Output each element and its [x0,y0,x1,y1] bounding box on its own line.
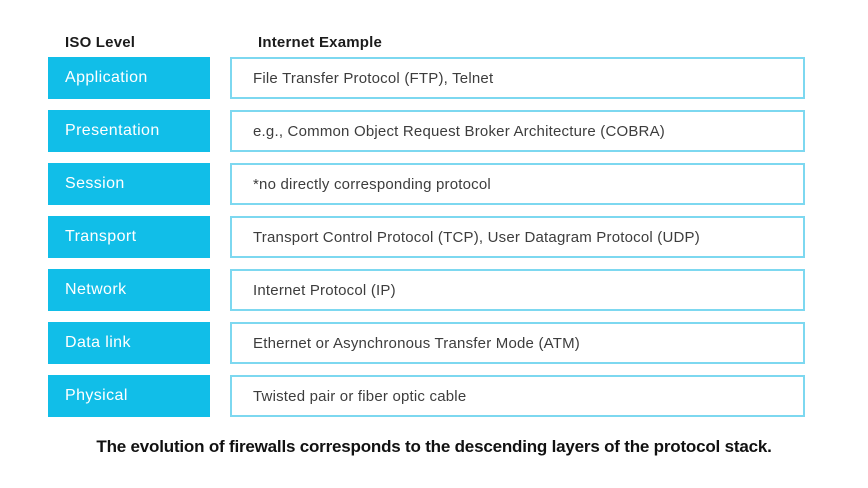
internet-example-box: e.g., Common Object Request Broker Archi… [230,110,805,152]
table-row: Network Internet Protocol (IP) [0,269,868,311]
iso-level-box-physical: Physical [48,375,210,417]
iso-level-box-session: Session [48,163,210,205]
iso-level-box-presentation: Presentation [48,110,210,152]
internet-example-box: Transport Control Protocol (TCP), User D… [230,216,805,258]
iso-level-box-application: Application [48,57,210,99]
table-row: Session *no directly corresponding protoc… [0,163,868,205]
iso-level-box-transport: Transport [48,216,210,258]
internet-example-box: Internet Protocol (IP) [230,269,805,311]
protocol-table-rows: Application File Transfer Protocol (FTP),… [0,57,868,417]
iso-level-box-network: Network [48,269,210,311]
table-row: Physical Twisted pair or fiber optic cabl… [0,375,868,417]
iso-level-box-data-link: Data link [48,322,210,364]
table-row: Application File Transfer Protocol (FTP),… [0,57,868,99]
table-row: Transport Transport Control Protocol (TCP… [0,216,868,258]
internet-example-box: *no directly corresponding protocol [230,163,805,205]
figure-caption: The evolution of firewalls corresponds t… [96,437,772,456]
internet-example-header: Internet Example [258,34,383,51]
table-row: Data link Ethernet or Asynchronous Transf… [0,322,868,364]
table-row: Presentation e.g., Common Object Request … [0,110,868,152]
internet-example-box: Ethernet or Asynchronous Transfer Mode (… [230,322,805,364]
column-headers: ISO Level Internet Example [0,34,868,51]
internet-example-box: File Transfer Protocol (FTP), Telnet [230,57,805,99]
iso-level-header: ISO Level [65,34,136,51]
internet-example-box: Twisted pair or fiber optic cable [230,375,805,417]
